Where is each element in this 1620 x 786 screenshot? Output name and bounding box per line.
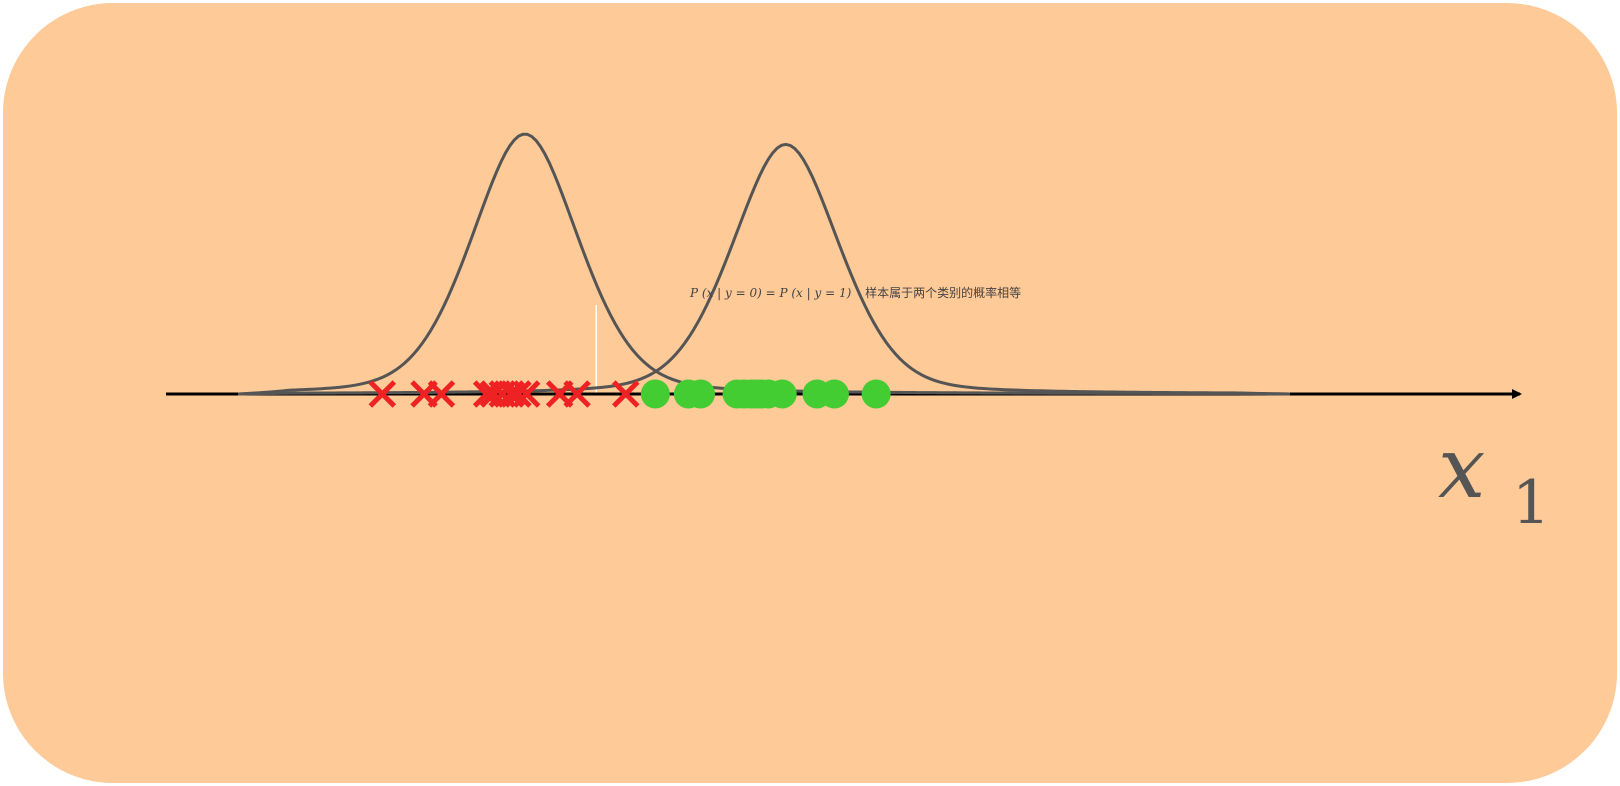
- axis-label-variable: x: [1438, 419, 1485, 517]
- class-1-point-marker: [819, 379, 849, 409]
- class-0-point-marker: [512, 380, 541, 408]
- class-0-points: [368, 380, 640, 408]
- class-0-point-marker: [563, 380, 591, 408]
- class-1-point-marker: [767, 379, 797, 409]
- x-axis-label: x 1: [1438, 419, 1550, 538]
- annotation-text: 样本属于两个类别的概率相等: [865, 285, 1021, 300]
- class-0-point-marker: [611, 380, 640, 408]
- class-1-point-marker: [686, 379, 716, 409]
- class-1-points: [640, 379, 891, 409]
- annotation-formula: P (x | y = 0) = P (x | y = 1): [689, 286, 852, 300]
- class-1-point-marker: [861, 379, 891, 409]
- class-1-point-marker: [640, 379, 670, 409]
- equal-probability-annotation: P (x | y = 0) = P (x | y = 1) 样本属于两个类别的概…: [689, 285, 1021, 300]
- class-0-point-marker: [504, 380, 532, 408]
- axis-label-subscript: 1: [1512, 468, 1550, 538]
- class-0-point-marker: [427, 380, 456, 408]
- class-0-point-marker: [368, 380, 397, 408]
- class-1-density-curve: [237, 142, 1291, 396]
